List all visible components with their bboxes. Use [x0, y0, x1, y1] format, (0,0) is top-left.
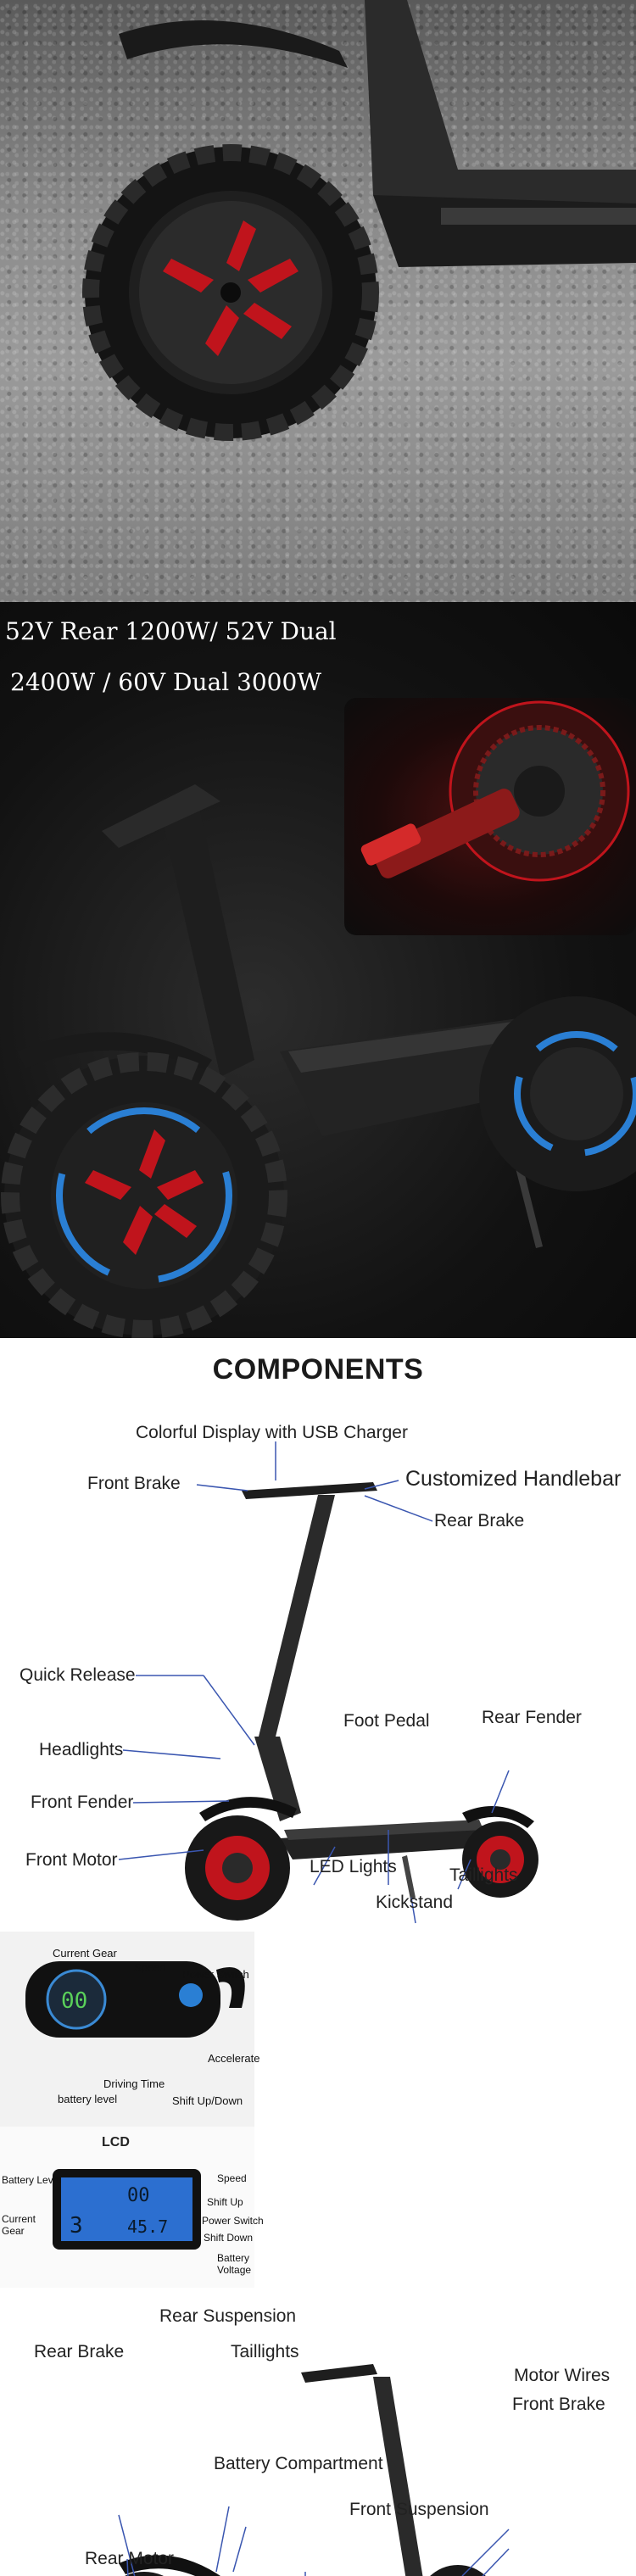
deck-grip — [441, 208, 636, 225]
handle-top — [102, 784, 220, 848]
callout-lines-upper — [118, 1441, 510, 1924]
dp-accelerate: Accelerate — [208, 2052, 260, 2065]
label-battery-compartment: Battery Compartment — [214, 2454, 383, 2473]
components-diagram: 00 00 3 45.7 — [0, 1441, 538, 2576]
lcd-battery-level: Battery Level — [2, 2174, 62, 2186]
label-rear-brake: Rear Brake — [434, 1511, 525, 1531]
motor-cutaway-image — [344, 698, 636, 935]
stem — [161, 789, 254, 1077]
motor-power-section: 52V Rear 1200W/ 52V Dual 2400W / 60V Dua… — [0, 602, 636, 1338]
components-section: COMPONENTS — [0, 1338, 636, 2576]
lcd-battery-voltage: Battery Voltage — [217, 2252, 252, 2276]
dp-current-gear: Current Gear — [53, 1947, 117, 1960]
label-rear-motor: Rear Motor — [85, 2549, 175, 2568]
display-screen-value: 00 — [61, 1988, 87, 2014]
label-motor-wires: Motor Wires — [514, 2366, 611, 2385]
label-quick-release: Quick Release — [20, 1665, 136, 1685]
label-led-lights: LED Lights — [310, 1857, 397, 1876]
upper-scooter — [185, 1482, 538, 1921]
label-handlebar: Customized Handlebar — [405, 1467, 622, 1491]
lcd-shift-down: Shift Down — [204, 2232, 254, 2244]
lcd-speed: Speed — [217, 2172, 247, 2184]
label-front-brake-lower: Front Brake — [512, 2395, 605, 2414]
lcd-title: LCD — [102, 2135, 130, 2149]
svg-text:45.7: 45.7 — [127, 2216, 168, 2237]
dp-driving-time: Driving Time — [103, 2077, 165, 2090]
label-taillights-lower: Taillights — [231, 2342, 299, 2361]
components-title: COMPONENTS — [212, 1353, 424, 1386]
lcd-power-switch: Power Switch — [202, 2215, 264, 2227]
front-fender — [17, 1032, 212, 1073]
label-foot-pedal: Foot Pedal — [343, 1711, 430, 1731]
label-taillights: Taillights — [449, 1865, 518, 1885]
display-device: 00 — [25, 1961, 245, 2038]
label-display: Colorful Display with USB Charger — [136, 1423, 408, 1442]
scooter-deck — [373, 195, 636, 267]
label-front-suspension: Front Suspension — [349, 2500, 489, 2519]
label-rear-brake-lower: Rear Brake — [34, 2342, 125, 2361]
wheel-illustration — [82, 0, 636, 441]
label-front-brake: Front Brake — [87, 1474, 181, 1493]
lcd-current-gear: Current Gear — [2, 2213, 36, 2237]
svg-text:00: 00 — [127, 2185, 150, 2206]
lcd-device: 00 3 45.7 — [53, 2169, 201, 2250]
dp-shift-up-down: Shift Up/Down — [172, 2094, 243, 2107]
fender — [119, 20, 348, 68]
hub-arrows — [163, 220, 298, 356]
label-rear-suspension: Rear Suspension — [159, 2306, 297, 2326]
front-wheel — [1, 1052, 287, 1338]
rear-wheel — [479, 996, 636, 1191]
label-kickstand: Kickstand — [376, 1893, 454, 1912]
label-rear-fender: Rear Fender — [482, 1708, 582, 1727]
scooter-dark-illustration — [1, 784, 636, 1338]
lower-scooter — [119, 2364, 486, 2576]
dp-battery-level: battery level — [58, 2093, 118, 2105]
spec-line-1: 52V Rear 1200W/ 52V Dual — [5, 617, 337, 645]
lcd-shift-up: Shift Up — [207, 2196, 243, 2208]
dp-power-switch: Power Switch — [182, 1968, 249, 1981]
svg-text:3: 3 — [70, 2213, 83, 2239]
label-front-motor: Front Motor — [25, 1850, 118, 1870]
label-front-fender: Front Fender — [31, 1793, 134, 1812]
spec-line-2: 2400W / 60V Dual 3000W — [10, 668, 322, 696]
callout-lines-lower — [118, 2506, 510, 2576]
hero-wheel-photo — [0, 0, 636, 602]
label-headlights: Headlights — [39, 1740, 124, 1759]
dp-speed: Speed — [134, 1961, 166, 1974]
wheel — [82, 144, 379, 441]
